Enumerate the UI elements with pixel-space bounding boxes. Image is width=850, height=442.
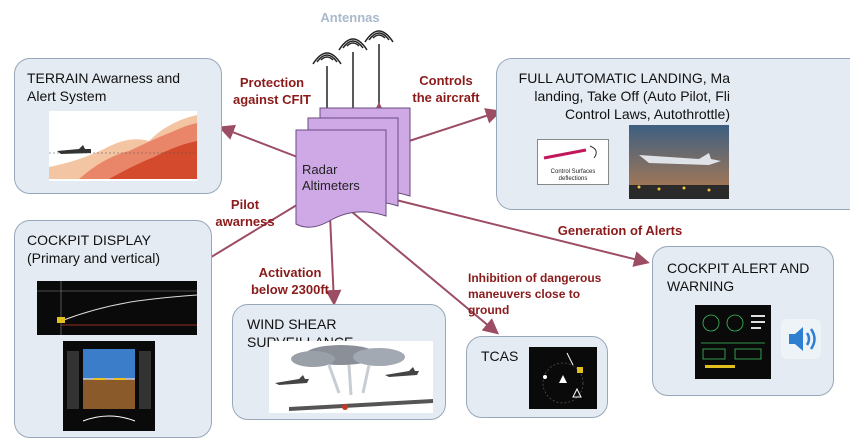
cockpit-alert-warning-title: COCKPIT ALERT AND WARNING <box>667 260 810 294</box>
terrain-awareness-box: TERRAIN Awarness and Alert System <box>14 58 222 194</box>
terrain-awareness-title: TERRAIN Awarness and Alert System <box>27 70 181 104</box>
control-surfaces-inset: Control Surfaces deflections <box>537 139 609 185</box>
label-controls-aircraft: Controls the aircraft <box>412 73 480 105</box>
antennas-label: Antennas <box>320 10 380 25</box>
terrain-profile-image <box>49 111 197 181</box>
cockpit-display-box: COCKPIT DISPLAY (Primary and vertical) <box>14 220 212 438</box>
tcas-title: TCAS <box>481 348 519 364</box>
tcas-display-image <box>529 347 597 409</box>
vertical-display-image <box>37 281 197 335</box>
cockpit-alert-warning-box: COCKPIT ALERT AND WARNING <box>652 246 834 396</box>
arrow-to-terrain <box>218 124 301 159</box>
label-generation-alerts: Generation of Alerts <box>557 223 683 238</box>
label-inhibition: Inhibition of dangerous maneuvers close … <box>468 271 602 317</box>
arrow-to-wind-shear <box>325 215 342 306</box>
wind-shear-image <box>269 341 433 413</box>
wind-shear-box: WIND SHEAR SURVEILLANCE <box>232 304 446 420</box>
primary-flight-display-image <box>63 341 155 431</box>
tcas-box: TCAS <box>466 336 608 418</box>
arrow-to-alert-warning <box>387 197 650 267</box>
cockpit-display-title: COCKPIT DISPLAY (Primary and vertical) <box>27 232 161 266</box>
speaker-icon <box>781 319 821 359</box>
label-activation: Activation below 2300ft <box>250 265 330 297</box>
alert-display-image <box>695 305 771 379</box>
auto-landing-box: FULL AUTOMATIC LANDING, Ma landing, Take… <box>496 58 850 210</box>
label-protection-cfit: Protection against CFIT <box>232 75 311 107</box>
radar-altimeters-label: Radar Altimeters <box>302 162 360 193</box>
control-surfaces-label: Control Surfaces deflections <box>550 169 596 182</box>
arrow-to-tcas <box>351 211 500 335</box>
label-pilot-awareness: Pilot awarness <box>215 197 275 229</box>
arrow-to-auto-landing <box>405 108 502 143</box>
landing-airplane-image <box>629 125 729 199</box>
auto-landing-title: FULL AUTOMATIC LANDING, Ma landing, Take… <box>518 70 730 122</box>
control-surface-arrow-icon <box>543 145 597 160</box>
